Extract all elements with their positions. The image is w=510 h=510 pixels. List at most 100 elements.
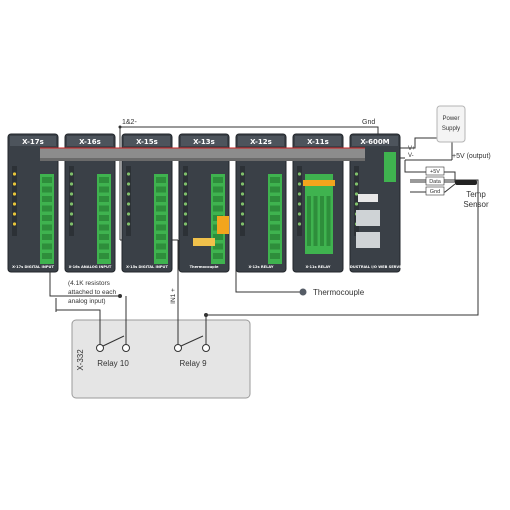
module-name: X-11s — [307, 138, 329, 146]
terminal-screw — [99, 196, 109, 202]
module-name: X-15s — [136, 138, 158, 146]
terminal-screw — [213, 205, 223, 212]
relay-pin — [320, 196, 324, 246]
terminal-screw — [213, 177, 223, 183]
led-strip — [69, 166, 74, 236]
terminal-screw — [42, 205, 52, 212]
temp-sensor-probe — [455, 180, 477, 185]
terminal-screw — [213, 253, 223, 259]
thermocouple-label: Thermocouple — [313, 288, 365, 297]
junction-dot — [118, 294, 122, 298]
power-supply-line1: Power — [442, 116, 459, 122]
relay-10-contact-left — [96, 344, 104, 352]
temp-sensor-label-line2: Sensor — [463, 200, 489, 209]
status-led — [12, 202, 17, 206]
terminal-screw — [213, 243, 223, 250]
module-name: X-13s — [193, 138, 215, 146]
relay-9-contact-right — [202, 344, 210, 352]
relay-9-blade — [180, 335, 204, 347]
power-supply-line2: Supply — [442, 126, 460, 132]
status-led — [240, 192, 245, 196]
status-led — [183, 172, 188, 176]
status-led — [126, 222, 131, 226]
relay-10-contact-right — [122, 344, 130, 352]
terminal-screw — [42, 196, 52, 202]
status-led — [12, 222, 17, 226]
status-led — [240, 202, 245, 206]
terminal-screw — [270, 177, 280, 183]
status-led — [12, 192, 17, 196]
terminal-screw — [156, 243, 166, 250]
sensor-pin-5v: +5V — [430, 169, 440, 175]
led-strip — [183, 166, 188, 236]
status-led — [354, 202, 359, 206]
status-led — [12, 212, 17, 216]
terminal-screw — [156, 186, 166, 193]
sensor-pin-data: Data — [429, 179, 442, 185]
module-header — [238, 136, 284, 146]
module-caption: X-11s RELAY — [306, 265, 331, 269]
module-header — [10, 136, 56, 146]
module-caption: X-12s RELAY — [249, 265, 274, 269]
status-led — [183, 182, 188, 186]
status-led — [297, 212, 302, 216]
status-led — [240, 172, 245, 176]
module-caption: Thermocouple — [190, 265, 219, 269]
module-name: X-600M — [360, 138, 389, 146]
module-caption: X-17s DIGITAL INPUT — [12, 265, 54, 269]
terminal-screw — [213, 234, 223, 240]
status-led — [354, 192, 359, 196]
thermocouple-connector — [217, 216, 229, 234]
terminal-screw — [270, 234, 280, 240]
resistor-note-line3: analog input) — [68, 298, 106, 305]
wire-label-vminus: V- — [408, 153, 414, 159]
status-led — [297, 182, 302, 186]
sensor-pin-gnd: Gnd — [430, 189, 440, 195]
terminal-screw — [270, 253, 280, 259]
module-header — [67, 136, 113, 146]
module-header — [124, 136, 170, 146]
terminal-screw — [99, 215, 109, 221]
module-caption: X-16s ANALOG INPUT — [69, 265, 112, 269]
terminal-screw — [270, 243, 280, 250]
module-name: X-16s — [79, 138, 101, 146]
terminal-screw — [213, 196, 223, 202]
relay-10-blade — [102, 335, 125, 347]
expansion-bus — [40, 148, 365, 160]
terminal-screw — [156, 215, 166, 221]
module-name: X-17s — [22, 138, 44, 146]
terminal-screw — [99, 243, 109, 250]
led-strip — [240, 166, 245, 236]
status-led — [240, 182, 245, 186]
relay-pin — [313, 196, 318, 246]
wire-label-vplus: V+ — [408, 146, 416, 152]
terminal-screw — [270, 205, 280, 212]
power-supply — [436, 105, 466, 143]
terminal-screw — [42, 253, 52, 259]
terminal-screw — [156, 224, 166, 231]
module-caption: INDUSTRIAL I/O WEB SERVER — [346, 265, 405, 269]
terminal-screw — [270, 196, 280, 202]
status-led — [12, 172, 17, 176]
status-led — [240, 212, 245, 216]
status-led — [354, 172, 359, 176]
terminal-screw — [42, 215, 52, 221]
module-header — [181, 136, 227, 146]
status-led — [354, 182, 359, 186]
terminal-screw — [42, 243, 52, 250]
module-x-600m: X-600M INDUSTRIAL I/O WEB SERVER — [346, 133, 405, 273]
terminal-screw — [99, 177, 109, 183]
status-led — [183, 212, 188, 216]
status-led — [69, 192, 74, 196]
status-led — [183, 202, 188, 206]
terminal-screw — [99, 253, 109, 259]
status-led — [69, 222, 74, 226]
